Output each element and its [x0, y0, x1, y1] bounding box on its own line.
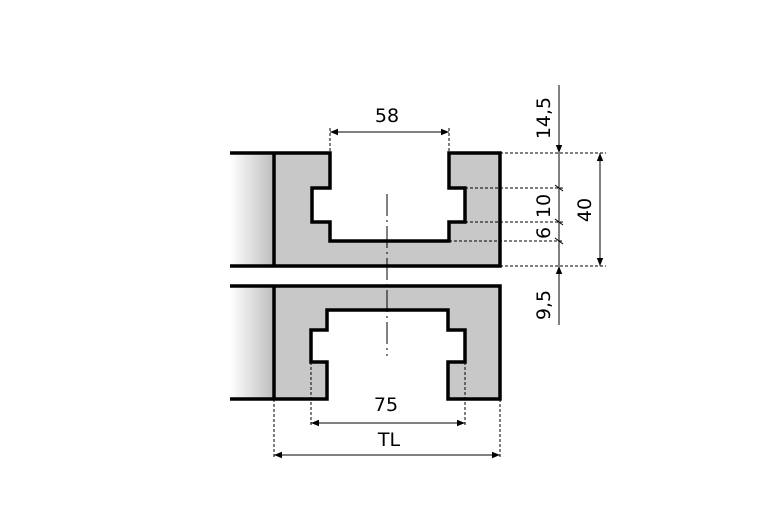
dim-40-label: 40 [574, 198, 596, 222]
upper-side-shading [230, 153, 274, 266]
dim-58-label: 58 [375, 105, 399, 127]
lower-side-shading [230, 286, 274, 399]
dim-6-label: 6 [533, 227, 555, 239]
dim-75-label: 75 [374, 394, 398, 416]
dim-10-label: 10 [533, 194, 555, 218]
dimension-lines [274, 85, 604, 459]
lower-profile [230, 284, 502, 401]
upper-profile [230, 151, 502, 268]
dim-9-5-label: 9,5 [533, 290, 555, 320]
dim-14-5-label: 14,5 [533, 97, 555, 139]
extension-lines [273, 128, 606, 457]
dim-tl-label: TL [377, 429, 401, 451]
